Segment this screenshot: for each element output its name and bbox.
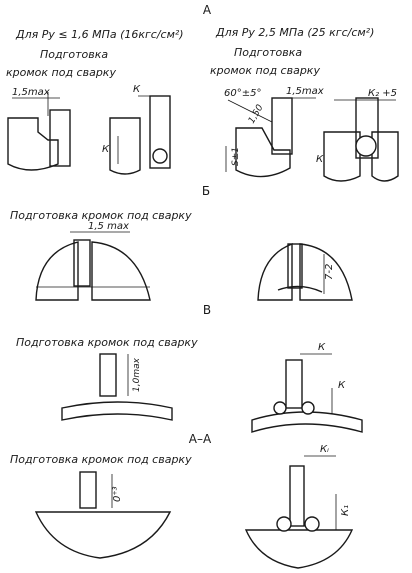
dim-gap-b1: 1,5 max: [88, 221, 129, 232]
dim-150-a3: 1,50: [247, 103, 266, 126]
figure-b2: 7-2: [257, 242, 353, 301]
prep-label-a2-line1: Подготовка: [234, 46, 302, 59]
dim-gap-a1: 1,5max: [12, 87, 50, 98]
dim-k2-a4: К₂ +5: [368, 88, 397, 99]
dim-angle-a3: 60°±5°: [224, 88, 261, 99]
dim-03-aa1: 0⁺³: [112, 486, 123, 502]
figure-aa2: Кᵢ К₁: [244, 444, 354, 569]
dim-k-a4: К: [316, 154, 324, 165]
dim-s-a3: S±1: [231, 147, 241, 166]
dim-72-b2: 7-2: [324, 264, 335, 280]
prep-label-v: Подготовка кромок под сварку: [16, 336, 198, 349]
figure-a3: 60°±5° 1,5max 1,50 S±1: [224, 86, 324, 178]
dim-k-a2-side: К: [102, 144, 110, 155]
dim-k-v2-side: К: [338, 380, 346, 391]
figure-aa1: 0⁺³: [34, 471, 172, 559]
pressure-label-25: Для Ру 2,5 МПа (25 кгс/см²): [215, 26, 374, 39]
dim-gap-a3: 1,5max: [286, 86, 324, 97]
prep-label-a1-line1: Подготовка: [40, 48, 108, 61]
figure-v2: К К: [251, 342, 363, 433]
dim-k-a2-top: К: [133, 84, 141, 95]
prep-label-a2-line2: кромок под сварку: [210, 64, 320, 77]
dim-k1-aa2: К₁: [340, 505, 351, 516]
prep-label-aa: Подготовка кромок под сварку: [10, 453, 192, 466]
figure-a1: 1,5max: [7, 87, 71, 171]
dim-ki-aa2: Кᵢ: [320, 444, 329, 455]
figure-v1: 1,0max: [61, 353, 173, 421]
dim-k-v2-top: К: [318, 342, 326, 353]
dim-step-v1: 1,0max: [132, 357, 142, 392]
prep-label-b: Подготовка кромок под сварку: [10, 209, 192, 222]
figure-a4: К₂ +5 К: [316, 88, 399, 182]
section-label-b: Б: [202, 184, 210, 198]
figure-a2: К К: [102, 84, 171, 175]
pressure-label-16: Для Ру ≤ 1,6 МПа (16кгс/см²): [15, 28, 184, 41]
section-label-aa: А–А: [189, 432, 212, 446]
section-label-a: А: [203, 3, 212, 17]
section-label-v: В: [203, 303, 211, 317]
figure-b1: 1,5 max: [35, 221, 151, 301]
prep-label-a1-line2: кромок под сварку: [6, 66, 116, 79]
